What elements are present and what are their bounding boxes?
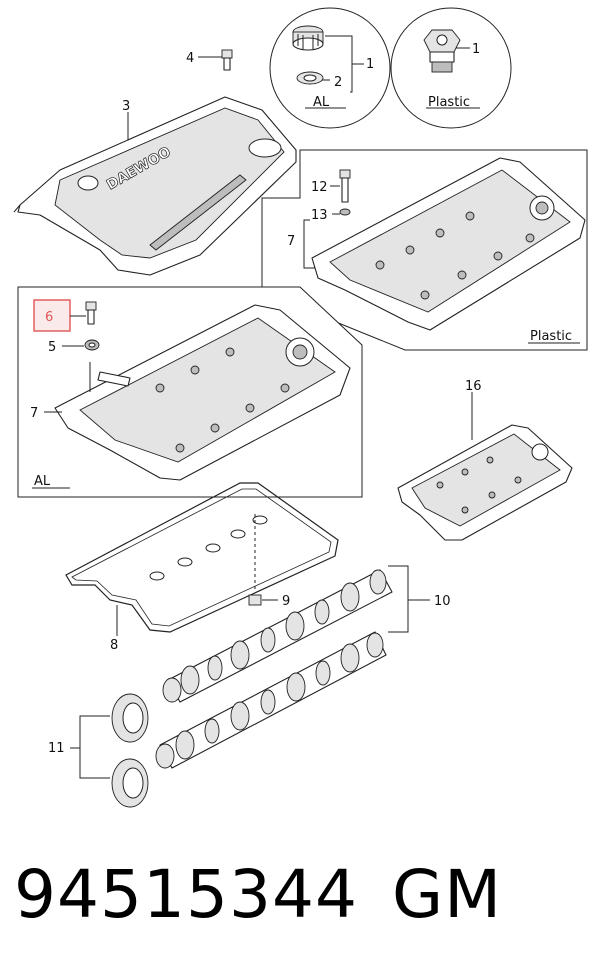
callout-3: 3 — [122, 99, 130, 114]
plug-9 — [248, 594, 278, 606]
brand-name: GM — [392, 856, 503, 933]
callout-2: 2 — [334, 75, 342, 90]
al-cover-box — [17, 286, 363, 498]
detail-label-al: AL — [313, 95, 330, 110]
cover-label-plastic: Plastic — [530, 329, 572, 344]
callout-12: 12 — [311, 180, 328, 195]
cover-assembly-16 — [397, 392, 573, 541]
callout-8: 8 — [110, 638, 118, 653]
plastic-cover-box — [261, 149, 588, 351]
camshafts-10 — [155, 565, 430, 769]
bolt-4 — [198, 49, 233, 71]
callout-4: 4 — [186, 51, 194, 66]
callout-1: 1 — [366, 57, 374, 72]
callout-7-al: 7 — [30, 406, 38, 421]
callout-1-plastic: 1 — [472, 42, 480, 57]
callout-13: 13 — [311, 208, 328, 223]
detail-label-plastic: Plastic — [428, 95, 470, 110]
oil-cap-plastic-detail — [390, 7, 512, 129]
callout-5: 5 — [48, 340, 56, 355]
seals-11 — [70, 693, 149, 808]
callout-7-plastic: 7 — [287, 234, 295, 249]
part-number: 94515344 — [14, 856, 358, 933]
callout-11: 11 — [48, 741, 65, 756]
engine-cover-3 — [13, 96, 297, 276]
callout-16: 16 — [465, 379, 482, 394]
oil-cap-al-detail — [269, 7, 391, 129]
callout-6: 6 — [45, 310, 53, 325]
callout-9: 9 — [282, 594, 290, 609]
callout-10: 10 — [434, 594, 451, 609]
gasket-8 — [65, 482, 339, 636]
cover-label-al: AL — [34, 474, 51, 489]
